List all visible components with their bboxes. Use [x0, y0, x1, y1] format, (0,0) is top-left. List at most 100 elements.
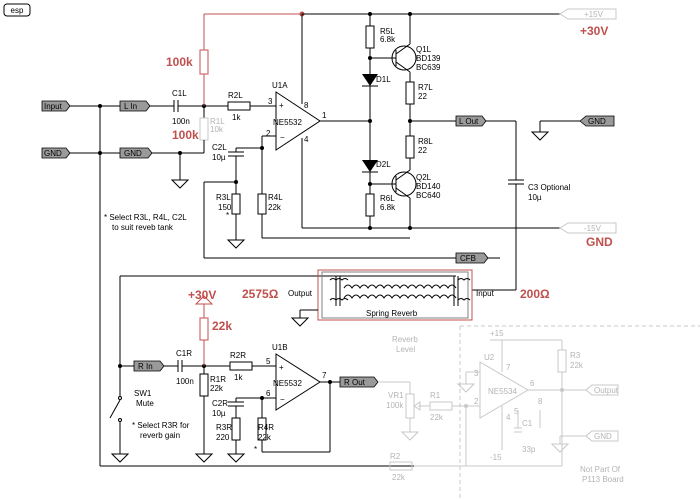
- ohm-200-label: 200Ω: [520, 287, 550, 301]
- svg-text:1: 1: [322, 111, 327, 120]
- svg-text:U1A: U1A: [272, 81, 288, 90]
- svg-text:BC639: BC639: [416, 63, 441, 72]
- svg-text:C3 Optional: C3 Optional: [528, 183, 570, 192]
- svg-text:6.8k: 6.8k: [380, 203, 396, 212]
- red-22k: 22k: [212, 319, 232, 333]
- svg-text:6: 6: [530, 379, 535, 388]
- svg-text:U1B: U1B: [272, 343, 288, 352]
- svg-text:R7L: R7L: [418, 83, 433, 92]
- minus15-rail: -15V: [559, 222, 617, 234]
- svg-text:4: 4: [304, 135, 309, 144]
- svg-text:Spring Reverb: Spring Reverb: [366, 309, 418, 318]
- svg-text:2: 2: [474, 397, 479, 406]
- svg-text:to suit reveb tank: to suit reveb tank: [112, 223, 174, 232]
- svg-text:R1: R1: [430, 391, 441, 400]
- svg-text:+: +: [279, 101, 284, 110]
- plus30-red-label-2: +30V: [188, 288, 216, 302]
- svg-text:GND: GND: [594, 432, 612, 441]
- svg-text:R2L: R2L: [228, 91, 243, 100]
- svg-text:NE5532: NE5532: [273, 379, 302, 388]
- spring-reverb-tank: Output Input Spring Reverb: [288, 269, 495, 321]
- svg-text:22k: 22k: [570, 361, 584, 370]
- svg-text:100n: 100n: [176, 377, 194, 386]
- svg-text:R5L: R5L: [380, 27, 395, 36]
- svg-text:3: 3: [474, 369, 479, 378]
- svg-text:22: 22: [418, 92, 427, 101]
- svg-text:6: 6: [266, 389, 271, 398]
- svg-text:Output: Output: [594, 386, 619, 395]
- svg-text:Q1L: Q1L: [416, 45, 432, 54]
- svg-text:22k: 22k: [258, 433, 272, 442]
- gnd-in-label: GND: [44, 149, 62, 158]
- svg-text:100n: 100n: [172, 117, 190, 126]
- l-out-label: L Out: [455, 115, 487, 127]
- svg-text:1k: 1k: [232, 113, 241, 122]
- svg-text:R3R: R3R: [216, 423, 232, 432]
- svg-text:GND: GND: [124, 149, 142, 158]
- svg-text:7: 7: [322, 371, 327, 380]
- svg-text:R4L: R4L: [268, 193, 283, 202]
- svg-text:4: 4: [506, 413, 511, 422]
- svg-text:10µ: 10µ: [528, 193, 542, 202]
- gnd-bus-label: GND: [119, 147, 153, 159]
- plus30-red-label: +30V: [580, 24, 608, 38]
- ohm-2575-label: 2575Ω: [242, 287, 279, 301]
- svg-text:R1R: R1R: [210, 375, 226, 384]
- svg-text:R2: R2: [390, 452, 401, 461]
- svg-text:C2R: C2R: [212, 399, 228, 408]
- svg-text:-15: -15: [490, 453, 502, 462]
- svg-text:Level: Level: [396, 345, 415, 354]
- svg-text:P113 Board: P113 Board: [582, 475, 624, 484]
- svg-text:3: 3: [268, 97, 273, 106]
- svg-text:Input: Input: [476, 289, 495, 298]
- l-in-bus-label: L In: [119, 100, 151, 112]
- svg-text:R2R: R2R: [230, 351, 246, 360]
- note-select-r3r: * Select R3R for: [132, 421, 190, 430]
- svg-text:22: 22: [418, 146, 427, 155]
- gnd-terminal-in: GND: [41, 147, 71, 159]
- input-terminal: Input: [41, 100, 71, 112]
- svg-text:10µ: 10µ: [212, 409, 226, 418]
- svg-text:−: −: [280, 395, 285, 404]
- svg-text:22k: 22k: [430, 413, 444, 422]
- svg-text:L Out: L Out: [459, 117, 479, 126]
- svg-text:8: 8: [304, 101, 309, 110]
- svg-text:VR1: VR1: [388, 391, 404, 400]
- svg-text:*: *: [254, 445, 257, 454]
- r-in-label: R In: [133, 360, 165, 372]
- svg-text:reverb gain: reverb gain: [140, 431, 180, 440]
- svg-text:R3L: R3L: [216, 193, 231, 202]
- c1l-label: C1L: [172, 89, 187, 98]
- svg-text:C2L: C2L: [212, 143, 227, 152]
- svg-text:BC640: BC640: [416, 191, 441, 200]
- svg-text:L In: L In: [124, 102, 137, 111]
- svg-text:Mute: Mute: [136, 399, 154, 408]
- red-100k-b: 100k: [172, 128, 199, 142]
- svg-text:R3: R3: [570, 351, 581, 360]
- svg-text:-15V: -15V: [584, 224, 602, 233]
- cfb-label: CFB: [455, 252, 489, 264]
- svg-text:GND: GND: [588, 117, 606, 126]
- svg-text:R1L: R1L: [210, 117, 225, 126]
- svg-text:NE5534: NE5534: [488, 387, 517, 396]
- svg-text:10k: 10k: [210, 125, 224, 134]
- svg-text:R In: R In: [138, 362, 153, 371]
- svg-text:R Out: R Out: [344, 378, 366, 387]
- plus15-rail: +15V: [559, 8, 617, 20]
- svg-text:C1R: C1R: [176, 349, 192, 358]
- svg-text:Output: Output: [288, 289, 313, 298]
- svg-text:SW1: SW1: [134, 389, 152, 398]
- svg-text:2: 2: [266, 129, 271, 138]
- svg-text:Not Part Of: Not Part Of: [580, 465, 621, 474]
- svg-text:R6L: R6L: [380, 194, 395, 203]
- svg-text:+15: +15: [490, 329, 504, 338]
- gnd-out-label: GND: [579, 115, 615, 127]
- svg-text:+: +: [279, 363, 284, 372]
- svg-text:CFB: CFB: [460, 254, 476, 263]
- input-label: Input: [44, 102, 63, 111]
- r-out-label: R Out: [339, 376, 379, 388]
- note-select-r3l: * Select R3L, R4L, C2L: [104, 213, 187, 222]
- svg-text:D2L: D2L: [376, 160, 391, 169]
- svg-text:7: 7: [506, 363, 511, 372]
